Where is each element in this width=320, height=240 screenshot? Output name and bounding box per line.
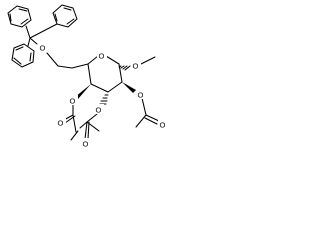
- phenyl-ring-left: [11, 43, 35, 68]
- trityl-ether-oxygen-label: O: [40, 44, 46, 53]
- phenyl-ring-top-left: [7, 5, 32, 28]
- anomeric-methoxy-bonds: [118, 56, 156, 71]
- acetate-c2-carbonyl-oxygen-label: O: [160, 121, 166, 130]
- structure-figure: O O O O O O O O O: [0, 0, 178, 174]
- ring-oxygen-label: O: [99, 52, 105, 61]
- pyranose-ring: [87, 55, 123, 93]
- acetate-c4-bonds: [61, 84, 91, 141]
- anomeric-methoxy-oxygen-label: O: [133, 62, 139, 71]
- acetate-c3-bonds: [79, 94, 109, 140]
- phenyl-ring-top-right: [52, 4, 78, 28]
- c6-methylene-bonds: [46, 52, 89, 69]
- trityl-central-carbon-bonds: [25, 23, 58, 47]
- atom-labels: O O O O O O O O O: [38, 42, 168, 149]
- acetate-c4-carbonyl-oxygen-label: O: [58, 119, 64, 128]
- molecule-drawing: O O O O O O O O O: [7, 4, 168, 149]
- acetate-c4-ester-oxygen-label: O: [70, 97, 76, 106]
- acetate-c2-ester-oxygen-label: O: [138, 91, 144, 100]
- acetate-c3-carbonyl-oxygen-label: O: [83, 140, 89, 149]
- acetate-c2-bonds: [122, 82, 160, 128]
- acetate-c3-ester-oxygen-label: O: [96, 106, 102, 115]
